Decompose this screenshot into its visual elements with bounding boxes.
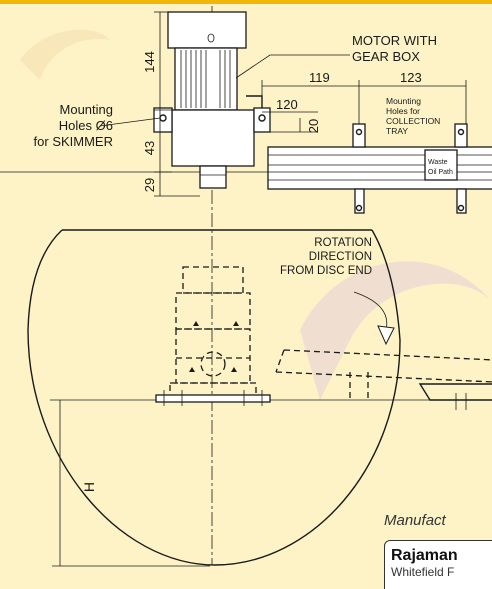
- gear-box: [171, 109, 255, 167]
- label-mount-line2: Holes Ø6: [59, 118, 113, 133]
- label-waste-line1: Waste: [428, 159, 448, 166]
- dimension-20: 20: [306, 119, 321, 133]
- mount-leader: [99, 117, 161, 127]
- label-tray-line4: TRAY: [386, 126, 408, 136]
- hidden-tray-outline: [275, 349, 492, 410]
- dimension-120: 120: [276, 97, 298, 112]
- label-tray-line3: COLLECTION: [386, 116, 440, 126]
- right-mount-hole: [258, 114, 266, 122]
- label-rotation-line1: ROTATION: [314, 237, 372, 249]
- company-box: Rajaman Whitefield F: [384, 540, 492, 589]
- label-mount-line1: Mounting: [60, 102, 113, 117]
- watermark-swirl: [300, 261, 490, 400]
- dimension-119: 119: [309, 70, 330, 85]
- base-bolts: [163, 390, 263, 406]
- hidden-bolt-marks: [189, 321, 239, 372]
- label-height: H: [81, 482, 97, 492]
- dimension-29: 29: [142, 178, 157, 192]
- company-name: Rajaman: [391, 547, 458, 564]
- top-accent-bar: [0, 0, 492, 4]
- label-mount-line3: for SKIMMER: [34, 134, 113, 149]
- label-motor-line1: MOTOR WITH: [352, 33, 437, 48]
- collection-tray: [267, 146, 492, 190]
- dimension-144: 144: [142, 51, 157, 73]
- label-motor-line2: GEAR BOX: [352, 49, 420, 64]
- horizontal-dimensions: [261, 80, 467, 133]
- manufacturer-label: Manufact: [384, 512, 446, 529]
- rotation-arrowhead: [377, 325, 395, 346]
- label-waste-line2: Oil Path: [428, 169, 453, 176]
- output-shaft: [199, 165, 227, 189]
- left-mount-bracket: [153, 107, 173, 133]
- label-tray-line1: Mounting: [386, 96, 421, 106]
- hidden-motor-outline: [169, 266, 257, 402]
- dimension-43: 43: [142, 141, 157, 155]
- rotation-arrow: [353, 291, 388, 331]
- disc-outline: [27, 229, 401, 566]
- base-plate: [155, 394, 271, 403]
- label-rotation-line2: DIRECTION: [309, 251, 372, 263]
- tray-bolts: [352, 123, 468, 214]
- label-rotation-line3: FROM DISC END: [280, 265, 372, 277]
- label-tray-line2: Holes for: [386, 106, 420, 116]
- motor-cap: [167, 11, 247, 49]
- motor-fins: [180, 50, 231, 108]
- company-address: Whitefield F: [391, 565, 455, 579]
- motor-leader: [235, 54, 350, 79]
- dimension-123: 123: [400, 70, 422, 85]
- watermark-swirl-2: [20, 29, 110, 80]
- motor-screw: [207, 33, 215, 43]
- vertical-dimensions: [154, 11, 200, 197]
